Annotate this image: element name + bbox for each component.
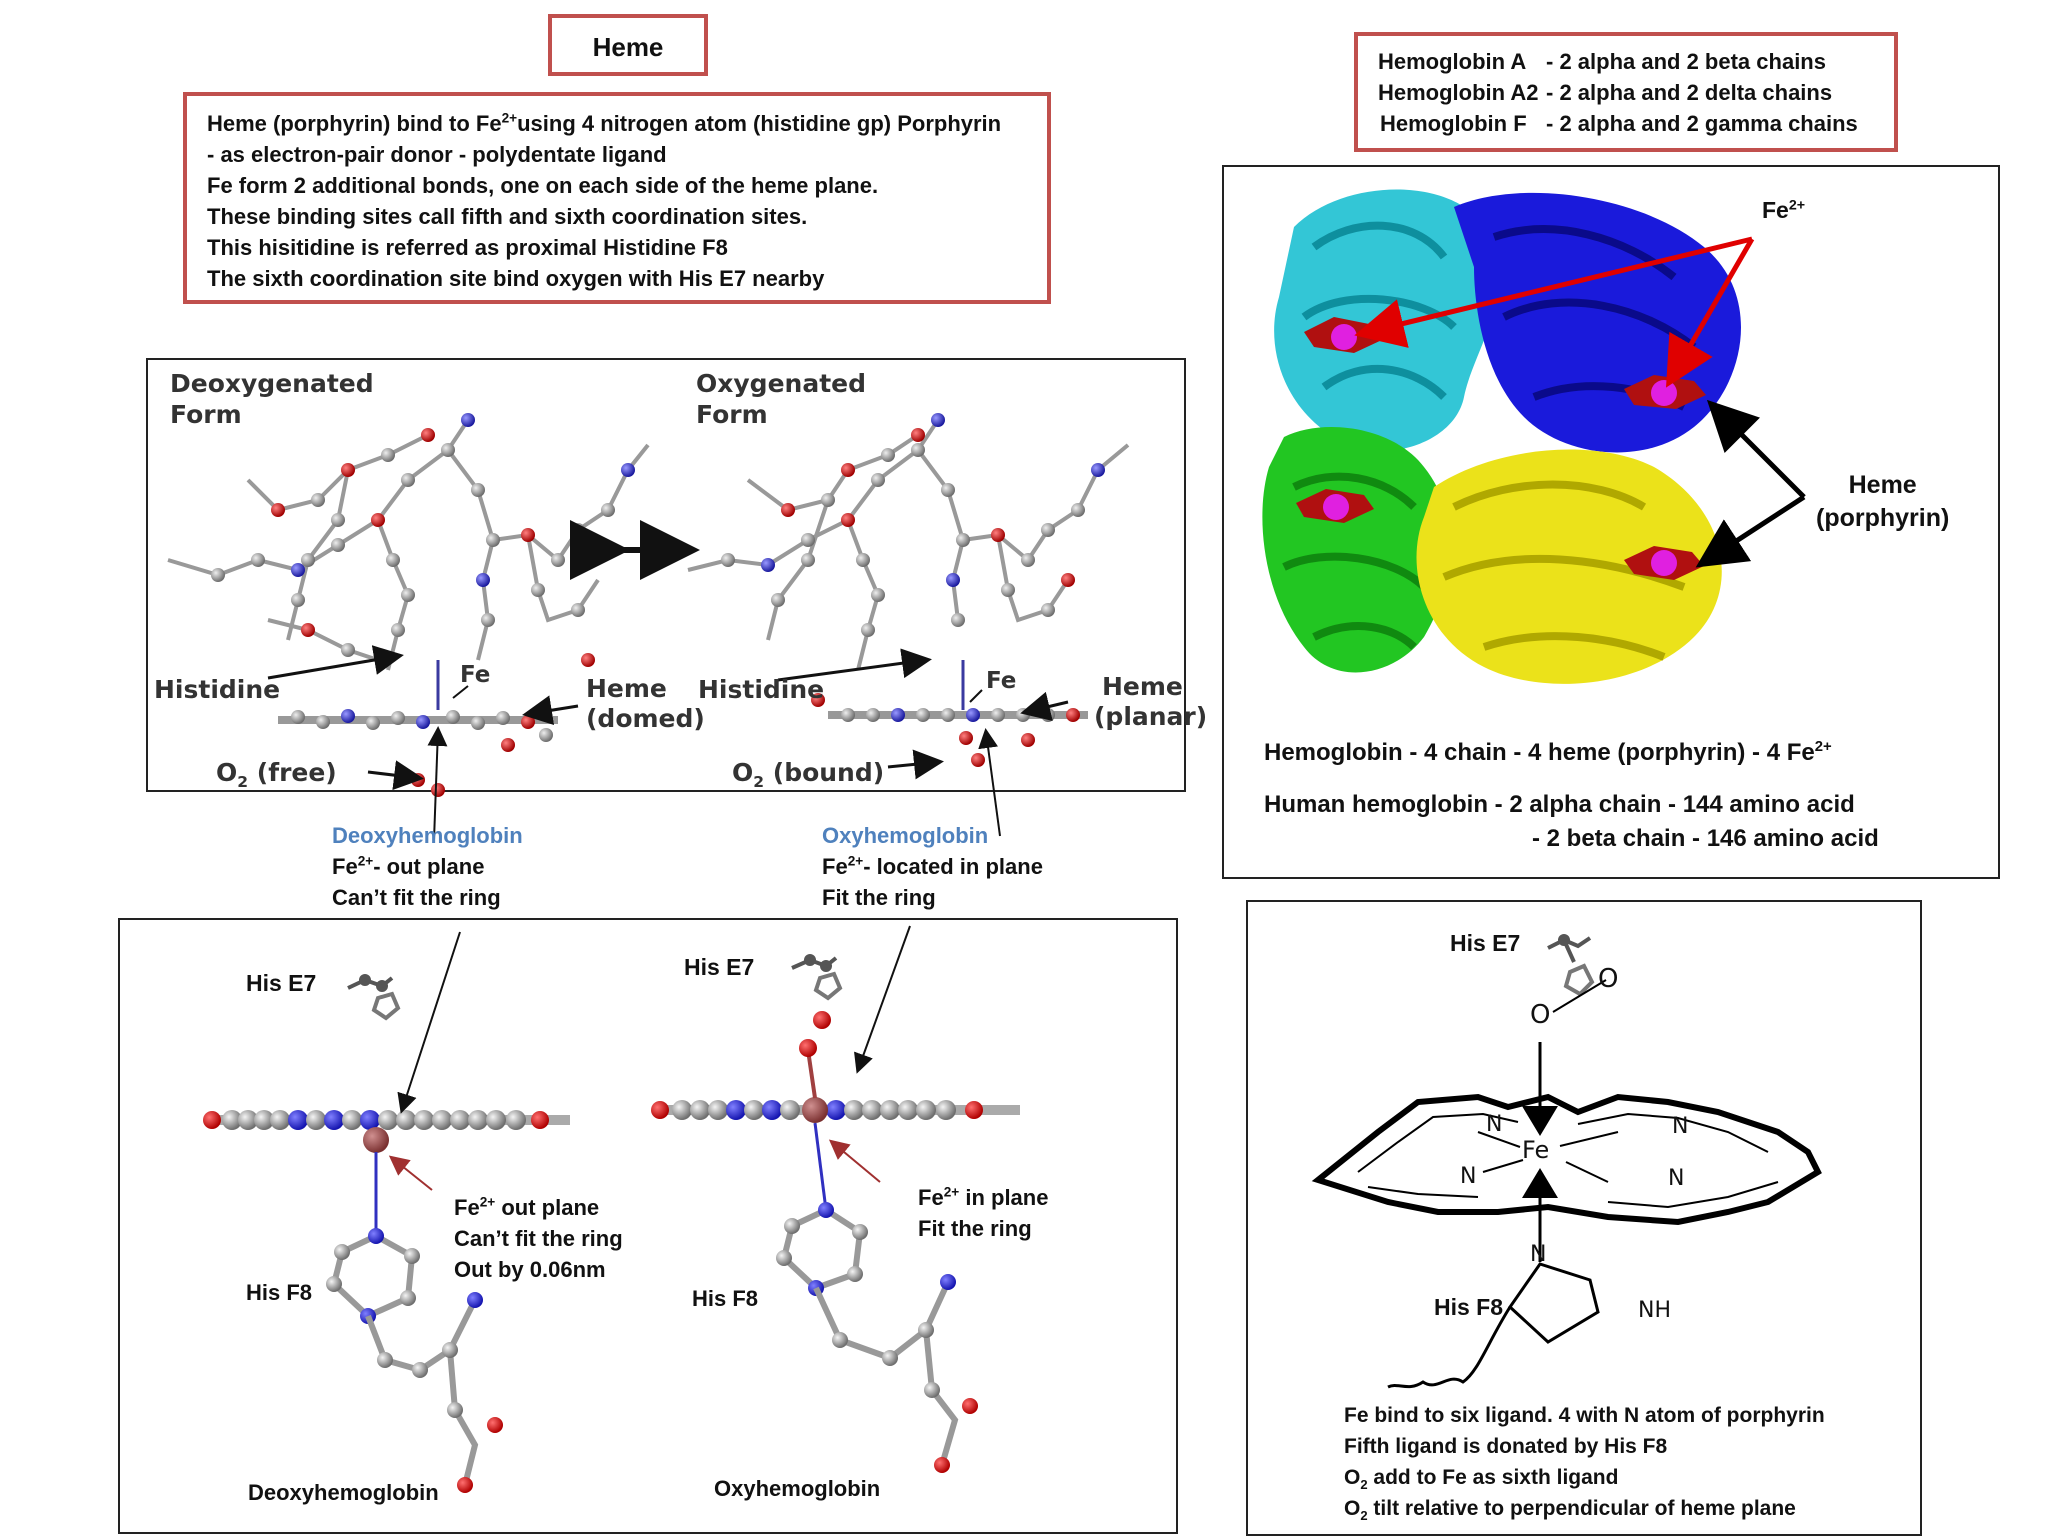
heme-group-4 [1624,546,1704,580]
human-hemoglobin-line2: - 2 beta chain - 146 amino acid [1532,825,1879,852]
deoxy-heme-plane [203,1110,570,1153]
hemoglobin-summary: Hemoglobin - 4 chain - 4 heme (porphyrin… [1264,739,1832,766]
heme-info-box: Heme (porphyrin) bind to Fe2+using 4 nit… [183,92,1051,304]
oxy-heme-plane [651,1011,1020,1123]
oxygen-atom-1: O [1530,1000,1551,1030]
heme-info-line6: The sixth coordination site bind oxygen … [207,266,825,291]
nitrogen-4: N [1668,1166,1685,1191]
deoxy-heme-disc [278,660,558,797]
his-f8-ring [1387,1262,1600,1389]
beta1-chain [1454,192,1742,453]
hemoglobin-types-box: Hemoglobin A- 2 alpha and 2 beta chains … [1354,32,1898,152]
heme-group-3 [1296,489,1374,523]
oxy-caption: Oxyhemoglobin Fe2+- located in plane Fit… [822,820,1043,913]
hemoglobin-ribbon-structure [1262,189,1806,684]
heme-info-line3: Fe form 2 additional bonds, one on each … [207,173,879,198]
heme-info-line4: These binding sites call fifth and sixth… [207,204,808,229]
hemoglobin-type-row: Hemoglobin A2- 2 alpha and 2 delta chain… [1378,80,1833,105]
heme-title: Heme [592,32,664,62]
nitrogen-his: N [1530,1242,1547,1267]
oxy-heme-label: Heme(planar) [1094,672,1208,731]
deoxy-o2-label: O2 (free) [216,758,337,791]
heme-title-box: Heme [548,14,708,76]
oxy-fe-note: Fe2+ in plane Fit the ring [918,1184,1049,1241]
heme-info-line2: - as electron-pair donor - polydentate l… [207,142,667,167]
oxy-caption-title: Oxyhemoglobin [822,823,989,848]
oxy-protein-model [687,418,1130,671]
iron-center: Fe [1522,1136,1550,1164]
hemoglobin-type-row: Hemoglobin A- 2 alpha and 2 beta chains [1378,49,1826,74]
oxygen-atom-2: O [1598,964,1619,994]
heme-info-line1: Heme (porphyrin) bind to Fe2+using 4 nit… [207,110,1002,136]
deoxy-fe-label: Fe [460,662,491,688]
nitrogen-3: N [1460,1164,1477,1189]
oxyhemoglobin-label: Oxyhemoglobin [714,1476,881,1501]
oxy-heme-disc [811,660,1088,767]
nitrogen-1: N [1486,1112,1503,1137]
deoxy-heme-label: Heme(domed) [586,674,705,733]
porphyrin-ligand-diagram [1311,934,1822,1389]
oxy-o2-label: O2 (bound) [732,758,885,791]
ligand-his-e7-label: His E7 [1450,930,1521,956]
heme-iron-models [203,925,1020,1493]
his-e7-glyph [1547,934,1595,997]
oxy-his-f8-model [776,1122,978,1473]
ligand-notes: Fe bind to six ligand. 4 with N atom of … [1344,1404,1825,1524]
hemoglobin-type-row: Hemoglobin F- 2 alpha and 2 gamma chains [1380,111,1858,136]
deoxy-caption: Deoxyhemoglobin Fe2+- out plane Can’t fi… [332,820,523,913]
nh-group: NH [1638,1298,1671,1323]
heme-porphyrin-label: Heme(porphyrin) [1816,471,1950,532]
deoxy-caption-title: Deoxyhemoglobin [332,823,523,848]
his-e7-label-right: His E7 [684,954,755,980]
heme-iron-panel: His E7 His E7 His F8 His F8 Fe2+ out pla… [118,918,1178,1534]
porphyrin-outline [1311,1093,1822,1226]
ribbon-panel: Fe2+ Heme(porphyrin) Hemoglobin - 4 chai… [1222,165,2000,879]
his-f8-label-right: His F8 [692,1286,759,1311]
oxy-protein-atoms [721,413,1105,637]
oxy-histidine-label: Histidine [698,675,825,704]
human-hemoglobin-line1: Human hemoglobin - 2 alpha chain - 144 a… [1264,791,1855,818]
deoxy-protein-atoms [211,413,635,667]
his-e7-label-left: His E7 [246,970,317,996]
his-e7-glyph-left [347,974,401,1021]
ligand-his-f8-label: His F8 [1434,1294,1504,1320]
deoxyhemoglobin-label: Deoxyhemoglobin [248,1480,439,1505]
alpha2-chain [1262,427,1451,673]
deoxy-histidine-label: Histidine [154,675,281,704]
nitrogen-2: N [1672,1114,1689,1139]
fe-coordination-bonds [1477,1131,1619,1183]
fe-label: Fe2+ [1762,197,1806,223]
deoxy-protein-model [167,418,650,671]
deoxy-fe-note: Fe2+ out plane Can’t fit the ring Out by… [454,1194,623,1282]
oxy-fe-label: Fe [986,668,1017,694]
deoxy-his-f8-model [326,1152,503,1493]
his-e7-glyph-right [791,954,843,1001]
ligand-panel: His E7 O O N N N N Fe N NH His F8 Fe bin… [1246,900,1922,1536]
his-f8-label-left: His F8 [246,1280,313,1305]
forms-molecules [167,413,1130,841]
heme-info-line5: This hisitidine is referred as proximal … [207,235,728,260]
